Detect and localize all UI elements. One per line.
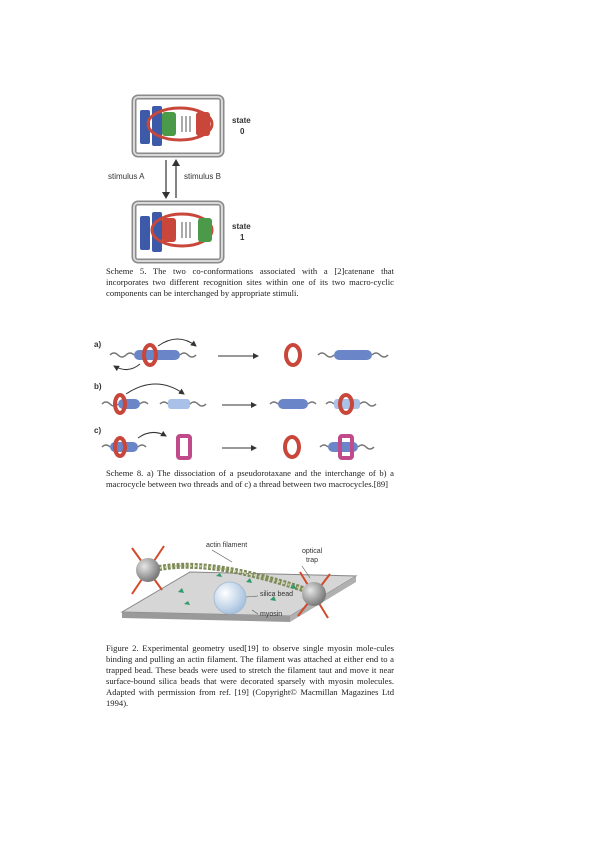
- catenane-state1: [131, 200, 225, 264]
- actin-filament-label: actin filament: [206, 542, 248, 549]
- second-macrocycle: [176, 434, 192, 460]
- stimulus-b-label: stimulus B: [184, 172, 221, 181]
- row-b-macrocycle-interchange: [101, 383, 377, 415]
- scheme8-label-b: b): [94, 382, 102, 391]
- red-station: [196, 112, 210, 136]
- optical-trap-label-line1: optical: [302, 548, 323, 555]
- green-station: [162, 112, 176, 136]
- silica-bead-label: silica bead: [260, 591, 294, 598]
- scheme8-label-a: a): [94, 340, 102, 349]
- myosin-molecules: [178, 573, 296, 605]
- myosin-label: myosin: [260, 611, 283, 618]
- row-a-dissociation: [109, 338, 389, 372]
- state1-label: state: [232, 222, 251, 231]
- switch-arrows: [162, 159, 180, 199]
- catenane-state0: [131, 94, 225, 158]
- scheme5-caption: Scheme 5. The two co-conformations assoc…: [106, 266, 394, 298]
- row-c-thread-interchange: [101, 430, 375, 460]
- blue-station: [140, 110, 150, 144]
- figure2-caption: Figure 2. Experimental geometry used[19]…: [106, 643, 394, 708]
- state0-number: 0: [240, 127, 245, 136]
- state0-label: state: [232, 116, 251, 125]
- trapped-bead-right: [302, 582, 326, 606]
- scheme8-caption: Scheme 8. a) The dissociation of a pseud…: [106, 468, 394, 489]
- stimulus-a-label: stimulus A: [108, 172, 145, 181]
- trapped-bead-left: [136, 558, 160, 582]
- actin-filament: [149, 562, 313, 595]
- macrocycle-ring: [146, 106, 214, 142]
- state1-number: 1: [240, 233, 245, 242]
- optical-trap-label-line2: trap: [306, 557, 319, 564]
- scheme8-label-c: c): [94, 426, 102, 435]
- silica-bead: [213, 581, 247, 615]
